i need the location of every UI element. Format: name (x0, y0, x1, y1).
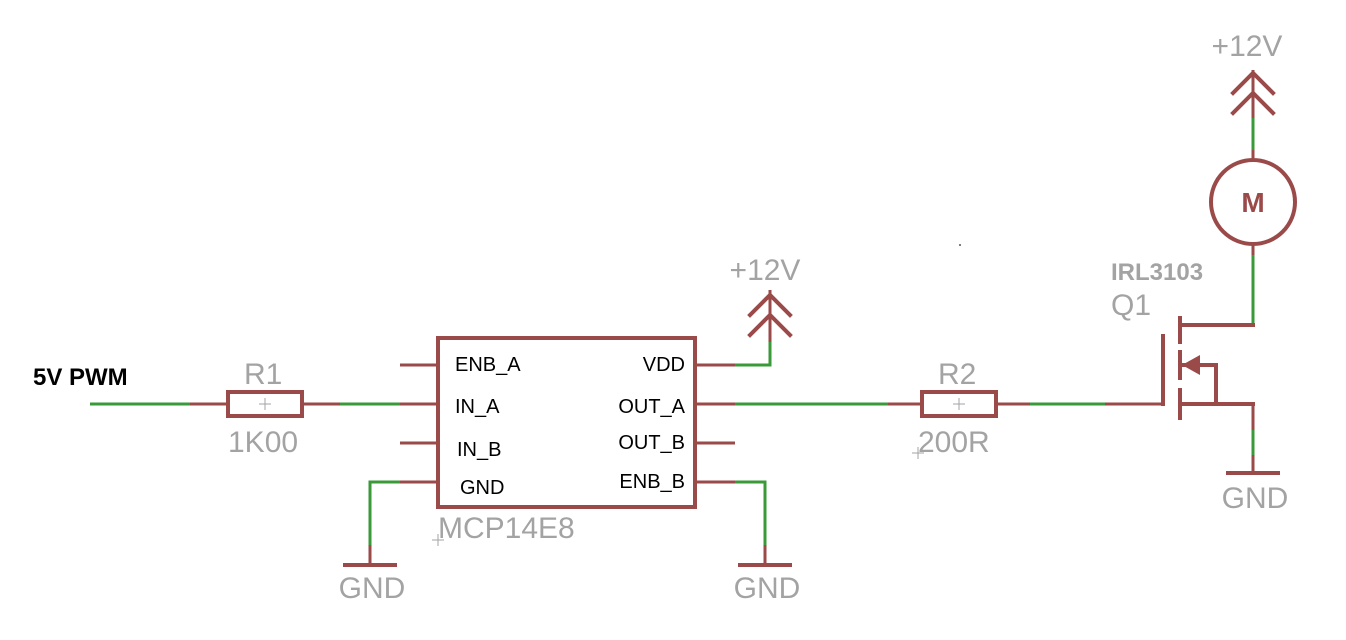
ic-pin-gnd: GND (460, 477, 504, 499)
motor: M (1209, 150, 1297, 255)
ic-pin-vdd: VDD (643, 354, 685, 376)
supply-12v-ic: +12V (730, 254, 801, 342)
ground-symbol-middle: GND (734, 545, 801, 605)
resistor-r2: R2 200R (888, 358, 1030, 459)
ground-right-label: GND (1222, 482, 1289, 515)
ic-name: MCP14E8 (438, 512, 575, 545)
mosfet-q1: IRL3103 Q1 (1105, 259, 1255, 430)
supply-12v-motor-label: +12V (1212, 30, 1283, 63)
input-label: 5V PWM (33, 364, 128, 391)
r2-value: 200R (918, 426, 990, 459)
ground-middle-label: GND (734, 572, 801, 605)
r1-value: 1K00 (228, 426, 298, 459)
supply-12v-motor: +12V (1212, 30, 1283, 118)
r1-name: R1 (244, 358, 282, 391)
ic-pin-out-a: OUT_A (618, 396, 685, 418)
ground-left-label: GND (339, 572, 406, 605)
motor-label: M (1241, 187, 1264, 218)
resistor-r1: R1 1K00 (190, 358, 340, 459)
ic-pin-in-b: IN_B (457, 439, 501, 461)
q1-part: IRL3103 (1111, 259, 1203, 286)
ic-pin-in-a: IN_A (455, 396, 500, 418)
ic-pin-enb-b: ENB_B (619, 471, 685, 493)
q1-name: Q1 (1111, 289, 1151, 322)
ic-mcp14e8: ENB_A IN_A IN_B GND VDD OUT_A OUT_B ENB_… (400, 336, 735, 546)
ground-symbol-right: GND (1222, 455, 1289, 515)
ic-pin-enb-a: ENB_A (455, 354, 521, 376)
r2-name: R2 (938, 358, 976, 391)
ground-symbol-left: GND (339, 545, 406, 605)
supply-12v-ic-label: +12V (730, 254, 801, 287)
ic-pin-out-b: OUT_B (618, 432, 685, 454)
stray-dot (959, 244, 961, 246)
wires (90, 118, 1255, 560)
